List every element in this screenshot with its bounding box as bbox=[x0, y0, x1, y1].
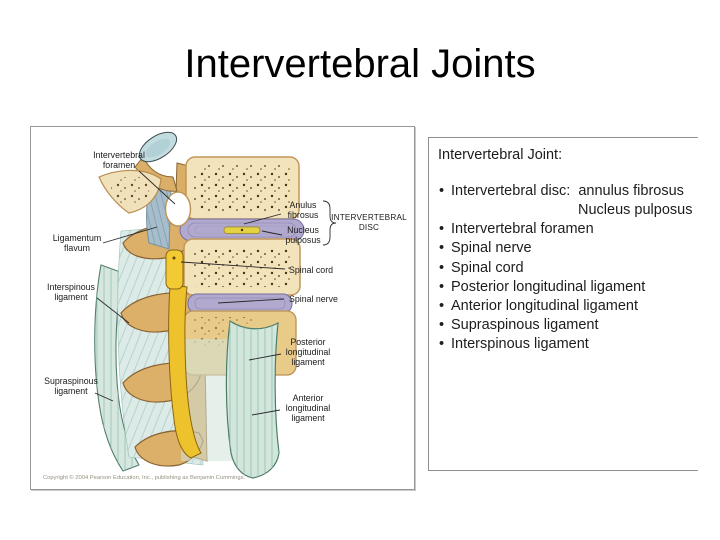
svg-text:foramen: foramen bbox=[103, 160, 135, 170]
intervertebral-disc-lower-shape bbox=[187, 293, 293, 314]
list-item: •Spinal cord bbox=[438, 259, 694, 278]
anterior-longitudinal-ligament-shape bbox=[225, 319, 280, 479]
notes-heading: Intervertebral Joint: bbox=[438, 147, 563, 163]
bullet-glyph: • bbox=[439, 297, 445, 314]
label-anulus-fibrosus: Anulus fibrosus bbox=[288, 200, 319, 220]
bullet-glyph: • bbox=[439, 278, 445, 295]
intervertebral-disc-shape bbox=[179, 218, 305, 242]
list-item: •Spinal nerve bbox=[438, 239, 694, 258]
svg-text:DISC: DISC bbox=[359, 223, 379, 232]
spinal-cord-shape bbox=[165, 249, 184, 290]
svg-text:fibrosus: fibrosus bbox=[288, 210, 319, 220]
svg-text:Interspinous: Interspinous bbox=[47, 282, 96, 292]
intervertebral-foramen-shape bbox=[164, 191, 192, 227]
label-anterior-longitudinal-ligament: Anterior longitudinal ligament bbox=[286, 393, 331, 423]
svg-text:Supraspinous: Supraspinous bbox=[44, 376, 98, 386]
vertebral-body-middle bbox=[183, 238, 301, 296]
svg-text:Anulus: Anulus bbox=[290, 200, 317, 210]
vertebral-body-upper bbox=[185, 156, 300, 220]
bullet-glyph: • bbox=[439, 259, 445, 276]
svg-text:Posterior: Posterior bbox=[290, 337, 325, 347]
bullet-glyph: • bbox=[439, 183, 445, 199]
list-item: •Interspinous ligament bbox=[438, 335, 694, 354]
bullet-glyph: • bbox=[439, 221, 445, 238]
svg-text:Intervertebral: Intervertebral bbox=[93, 150, 145, 160]
svg-text:Ligamentum: Ligamentum bbox=[53, 233, 101, 243]
label-spinal-nerve: Spinal nerve bbox=[289, 294, 338, 304]
supraspinous-ligament-shape bbox=[94, 264, 140, 472]
label-posterior-longitudinal-ligament: Posterior longitudinal ligament bbox=[286, 337, 331, 367]
svg-text:longitudinal: longitudinal bbox=[286, 347, 331, 357]
label-nucleus-pulposus: Nucleus pulposus bbox=[285, 225, 321, 245]
svg-text:Nucleus: Nucleus bbox=[287, 225, 319, 235]
spinal-nerve-shape bbox=[168, 284, 202, 459]
bullet-glyph: • bbox=[439, 316, 445, 333]
list-item: •Supraspinous ligament bbox=[438, 316, 694, 335]
svg-text:ligament: ligament bbox=[54, 386, 88, 396]
svg-text:ligament: ligament bbox=[291, 413, 325, 423]
svg-text:ligament: ligament bbox=[291, 357, 325, 367]
label-ligamentum-flavum: Ligamentum flavum bbox=[53, 233, 101, 253]
list-item: •Intervertebral foramen bbox=[438, 220, 694, 239]
transverse-process bbox=[98, 169, 162, 214]
svg-text:ligament: ligament bbox=[54, 292, 88, 302]
svg-text:INTERVERTEBRAL: INTERVERTEBRAL bbox=[331, 213, 407, 222]
notes-box: Intervertebral Joint: •Intervertebral di… bbox=[428, 137, 698, 471]
svg-text:Anterior: Anterior bbox=[293, 393, 324, 403]
svg-text:pulposus: pulposus bbox=[285, 235, 321, 245]
list-item: •Posterior longitudinal ligament bbox=[438, 278, 694, 297]
label-supraspinous-ligament: Supraspinous ligament bbox=[44, 376, 98, 396]
bullet-glyph: • bbox=[439, 240, 445, 257]
disc-bracket bbox=[322, 200, 337, 246]
leader-lines bbox=[94, 170, 337, 416]
list-item: •Anterior longitudinal ligament bbox=[438, 297, 694, 316]
label-interspinous-ligament: Interspinous ligament bbox=[47, 282, 96, 302]
svg-text:longitudinal: longitudinal bbox=[286, 403, 331, 413]
spine-diagram: Intervertebral foramen Ligamentum flavum… bbox=[43, 131, 407, 481]
label-intervertebral-foramen: Intervertebral foramen bbox=[93, 150, 145, 170]
anatomy-figure-panel: Intervertebral foramen Ligamentum flavum… bbox=[30, 126, 415, 490]
label-intervertebral-disc: INTERVERTEBRAL DISC bbox=[331, 213, 407, 232]
label-spinal-cord: Spinal cord bbox=[289, 265, 333, 275]
page-title: Intervertebral Joints bbox=[184, 42, 536, 86]
svg-text:flavum: flavum bbox=[64, 243, 90, 253]
copyright-line: Copyright © 2004 Pearson Education, Inc.… bbox=[43, 474, 246, 481]
bullet-glyph: • bbox=[439, 336, 445, 352]
